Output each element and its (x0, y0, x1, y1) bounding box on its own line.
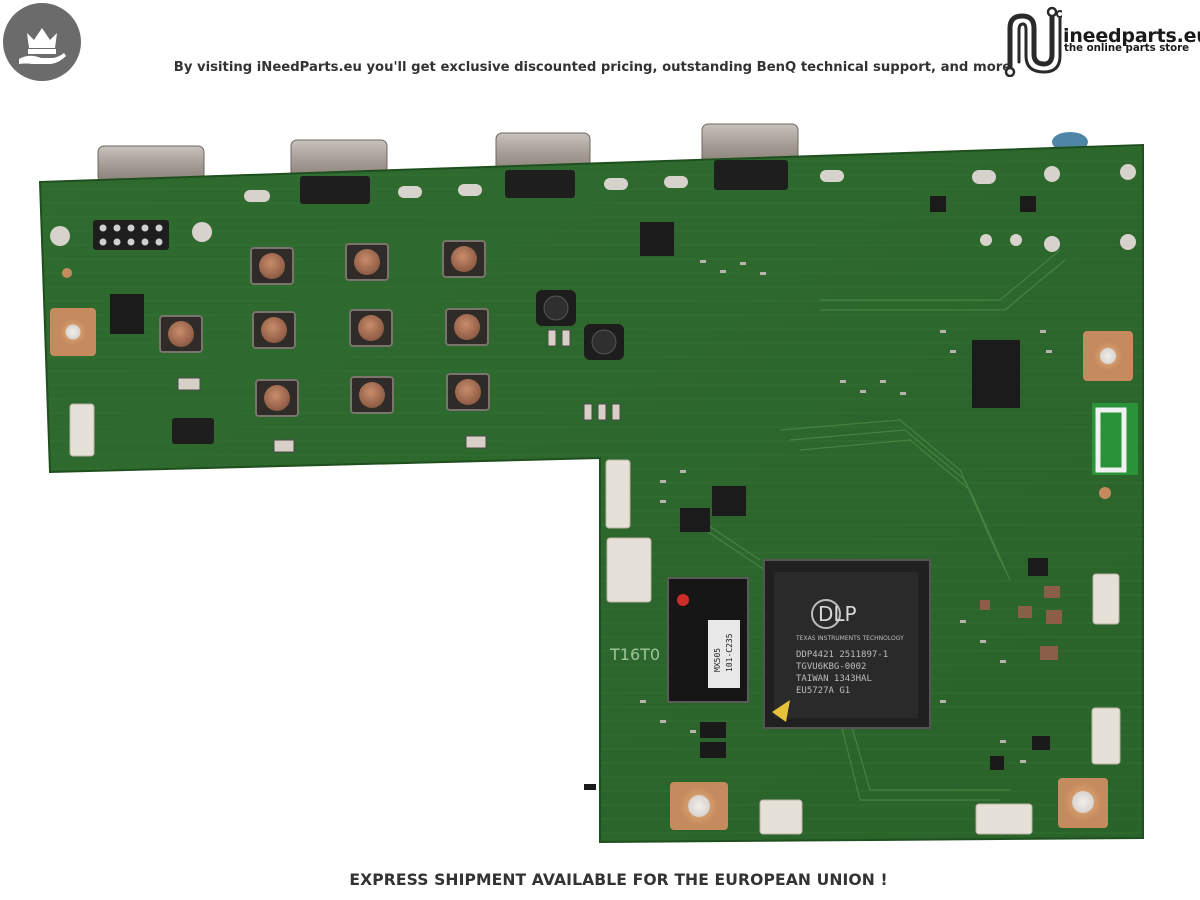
chip-line-1: DDP4421 2511897-1 (796, 650, 888, 660)
memory-label-2: 101-C235 (725, 633, 734, 672)
logo-name: ineedparts.eu (1063, 25, 1200, 47)
small-ics (110, 196, 1048, 576)
logo-subtitle: the online parts store (1064, 43, 1190, 54)
tactile-buttons (159, 240, 490, 417)
chip-line-4: EU5727A G1 (796, 686, 850, 696)
chip-brand: DLP (818, 602, 857, 626)
mounting-pads (50, 308, 1133, 830)
memory-label-1: MX505 (713, 648, 722, 672)
jst-connectors (69, 403, 1121, 835)
chip-maker: TEXAS INSTRUMENTS TECHNOLOGY (795, 635, 904, 642)
pin-headers (93, 160, 788, 444)
chip-line-3: TAIWAN 1343HAL (796, 674, 872, 684)
promo-tagline: By visiting iNeedParts.eu you'll get exc… (173, 60, 1012, 75)
memory-chip: MX505 101-C235 (667, 577, 749, 703)
ineedparts-logo[interactable]: ineedparts.eu the online parts store (1000, 2, 1200, 77)
crown-hand-icon (19, 28, 66, 64)
shipping-banner: EXPRESS SHIPMENT AVAILABLE FOR THE EUROP… (349, 871, 888, 889)
crown-hand-badge (3, 3, 81, 81)
chip-line-2: TGVU6KBG-0002 (796, 662, 866, 672)
dlp-chip: DLP TEXAS INSTRUMENTS TECHNOLOGY DDP4421… (763, 559, 931, 729)
inductors (536, 290, 624, 360)
test-pads (50, 164, 1136, 252)
silkscreen-label: T16T0 (609, 645, 660, 664)
logo-circuit-mark-icon (1004, 6, 1062, 77)
